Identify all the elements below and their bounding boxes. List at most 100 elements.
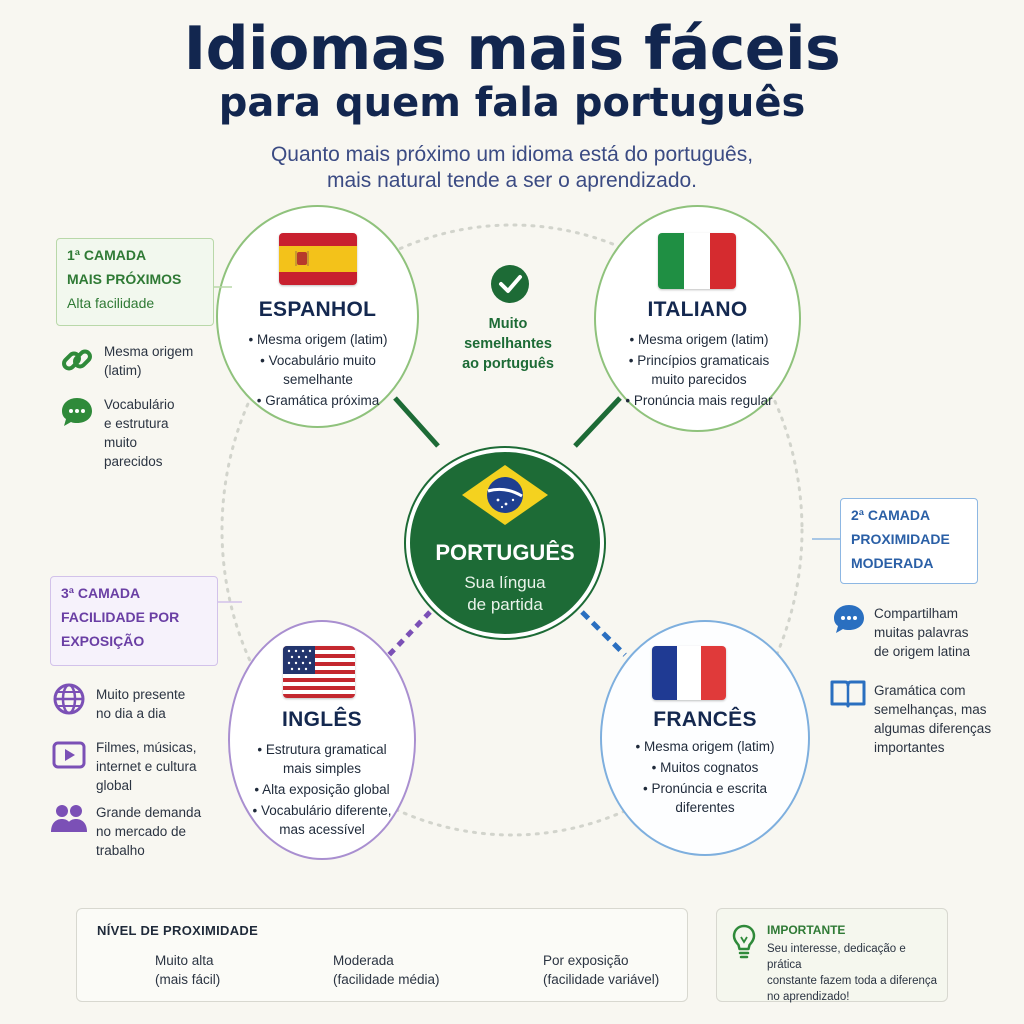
side-text: Compartilham [874,606,959,621]
important-text-line: no aprendizado! [767,991,850,1003]
side-item-third-0: Muito presente no dia a dia [96,685,185,723]
legend-text: Muito alta [155,953,214,968]
callout-pointer [812,538,840,540]
legend-text: Por exposição [543,953,629,968]
bullet-item: Princípios gramaticais muito parecidos [620,351,778,389]
important-text-line: constante fazem toda a diferença [767,975,938,987]
connector-fr [580,610,627,657]
check-note-line3: ao português [462,356,554,372]
language-name-portugues: PORTUGUÊS [435,540,575,565]
bullet-item: Pronúncia e escrita diferentes [626,779,784,817]
book-icon [830,680,866,708]
important-panel: IMPORTANTE Seu interesse, dedicação e pr… [716,908,948,1003]
callout-pointer [218,601,242,603]
legend-item-por-exposicao: Por exposição (facilidade variável) [543,951,659,989]
language-name-frances: FRANCÊS [653,708,757,731]
side-item-first-0: Mesma origem (latim) [104,342,193,380]
subtitle-line2: mais natural tende a ser o aprendizado. [326,169,698,192]
side-item-third-1: Filmes, músicas, internet e cultura glob… [96,738,197,795]
side-text: parecidos [104,454,163,469]
language-sub-portugues: Sua língua de partida [406,572,604,616]
layer-first-line3: Alta facilidade [67,295,155,311]
legend-title: NÍVEL DE PROXIMIDADE [97,923,259,938]
layer-box-first: 1ª CAMADA MAIS PRÓXIMOS Alta facilidade [56,238,214,326]
page-subtitle: Quanto mais próximo um idioma está do po… [0,142,1024,194]
chat-icon [834,605,864,633]
bullets-ingles: Estrutura gramatical mais simples Alta e… [252,740,392,841]
check-note-line2: semelhantes [464,336,552,352]
side-item-second-0: Compartilham muitas palavras de origem l… [874,604,970,661]
side-text: (latim) [104,363,142,378]
people-icon [51,805,87,832]
layer-third-line3: EXPOSIÇÃO [61,633,145,649]
globe-icon [53,683,85,715]
legend-item-muito-alta: Muito alta (mais fácil) [155,951,220,989]
side-text: algumas diferenças [874,721,992,736]
legend-text: (facilidade variável) [543,972,660,987]
brazil-flag-icon [462,465,548,525]
france-flag-icon [652,646,726,700]
bullet-item: Alta exposição global [252,780,392,799]
layer-third-line2: FACILIDADE POR [61,609,180,625]
legend-item-moderada: Moderada (facilidade média) [333,951,440,989]
bullet-item: Mesma origem (latim) [620,330,778,349]
subtitle-line1: Quanto mais próximo um idioma está do po… [270,143,754,166]
side-text: Vocabulário [104,397,175,412]
side-text: muitas palavras [874,625,969,640]
layer-box-second: 2ª CAMADA PROXIMIDADE MODERADA [840,498,978,584]
bullet-item: Vocabulário muito semelhante [246,351,390,389]
side-text: no dia a dia [96,706,166,721]
language-card-portugues [406,448,604,638]
side-text: Grande demanda [96,805,202,820]
side-text: semelhanças, mas [874,702,987,717]
bullet-item: Gramática próxima [246,391,390,410]
legend-text: (facilidade média) [333,972,440,987]
important-text-line: Seu interesse, dedicação e prática [767,943,906,971]
layer-second-line1: 2ª CAMADA [851,507,931,523]
side-text: importantes [874,740,945,755]
layer-first-line2: MAIS PRÓXIMOS [67,271,182,287]
side-text: e estrutura [104,416,169,431]
legend-text: (mais fácil) [155,972,221,987]
bullets-espanhol: Mesma origem (latim) Vocabulário muito s… [246,330,390,412]
center-sub-line2: de partida [467,595,543,614]
check-icon [491,265,529,303]
side-text: global [96,778,133,793]
side-text: Gramática com [874,683,966,698]
bullets-frances: Mesma origem (latim) Muitos cognatos Pro… [626,737,784,819]
dotted-orbit [220,223,804,837]
callout-pointer [214,286,232,288]
bullet-item: Muitos cognatos [626,758,784,777]
check-note-line1: Muito [488,316,528,332]
layer-third-line1: 3ª CAMADA [61,585,141,601]
chat-icon [62,398,92,426]
play-icon [52,741,86,769]
bullet-item: Estrutura gramatical mais simples [252,740,392,778]
language-name-italiano: ITALIANO [647,298,748,321]
link-icon [62,349,92,371]
side-text: Muito presente [96,687,186,702]
page-title-line2: para quem fala português [218,80,806,126]
legend-text: Moderada [333,953,394,968]
side-item-first-1: Vocabulário e estrutura muito parecidos [104,395,175,471]
side-text: no mercado de [96,824,187,839]
spain-flag-icon [279,233,357,285]
bullet-item: Pronúncia mais regular [620,391,778,410]
side-item-third-2: Grande demanda no mercado de trabalho [96,803,201,860]
side-item-second-1: Gramática com semelhanças, mas algumas d… [874,681,991,757]
connector-en [385,610,432,659]
bullet-item: Mesma origem (latim) [246,330,390,349]
layer-box-third: 3ª CAMADA FACILIDADE POR EXPOSIÇÃO [50,576,218,666]
side-text: Filmes, músicas, [96,740,197,755]
language-name-ingles: INGLÊS [282,708,362,731]
legend-panel: NÍVEL DE PROXIMIDADE Muito alta (mais fá… [76,908,688,1002]
side-text: internet e cultura [96,759,197,774]
bullet-item: Vocabulário diferente, mas acessível [252,801,392,839]
connector-es [393,396,440,448]
usa-flag-icon [283,646,355,698]
side-text: muito [104,435,138,450]
side-text: de origem latina [874,644,971,659]
side-text: Mesma origem [104,344,194,359]
layer-second-line3: MODERADA [851,555,934,571]
